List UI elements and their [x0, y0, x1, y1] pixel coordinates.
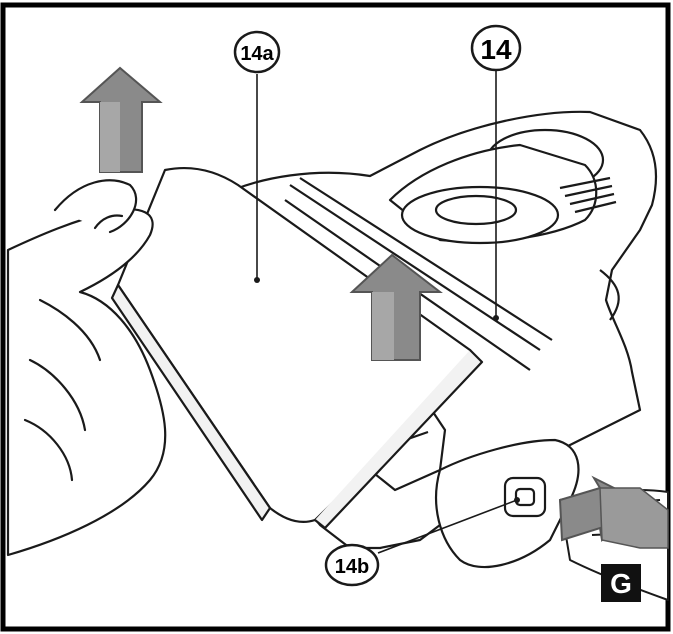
callout-14a: 14a: [233, 30, 281, 74]
figure-corner-label-text: G: [610, 568, 632, 599]
leader-dot: [493, 315, 499, 321]
arrow-up-icon: [79, 66, 163, 173]
callout-14b-label: 14b: [335, 556, 369, 578]
leader-dot: [514, 497, 520, 503]
arrow-right-icon: [558, 475, 669, 549]
arrow-up-icon: [349, 253, 443, 361]
callout-14-label: 14: [480, 34, 512, 65]
callout-14b: 14b: [324, 543, 380, 587]
figure-corner-label: G: [601, 564, 641, 602]
tank-panel: [110, 167, 484, 530]
leader-dot: [254, 277, 260, 283]
hand-icon: [6, 179, 167, 557]
leader-lines: [256, 68, 518, 554]
callout-14a-label: 14a: [240, 43, 274, 65]
callout-14: 14: [470, 24, 522, 72]
